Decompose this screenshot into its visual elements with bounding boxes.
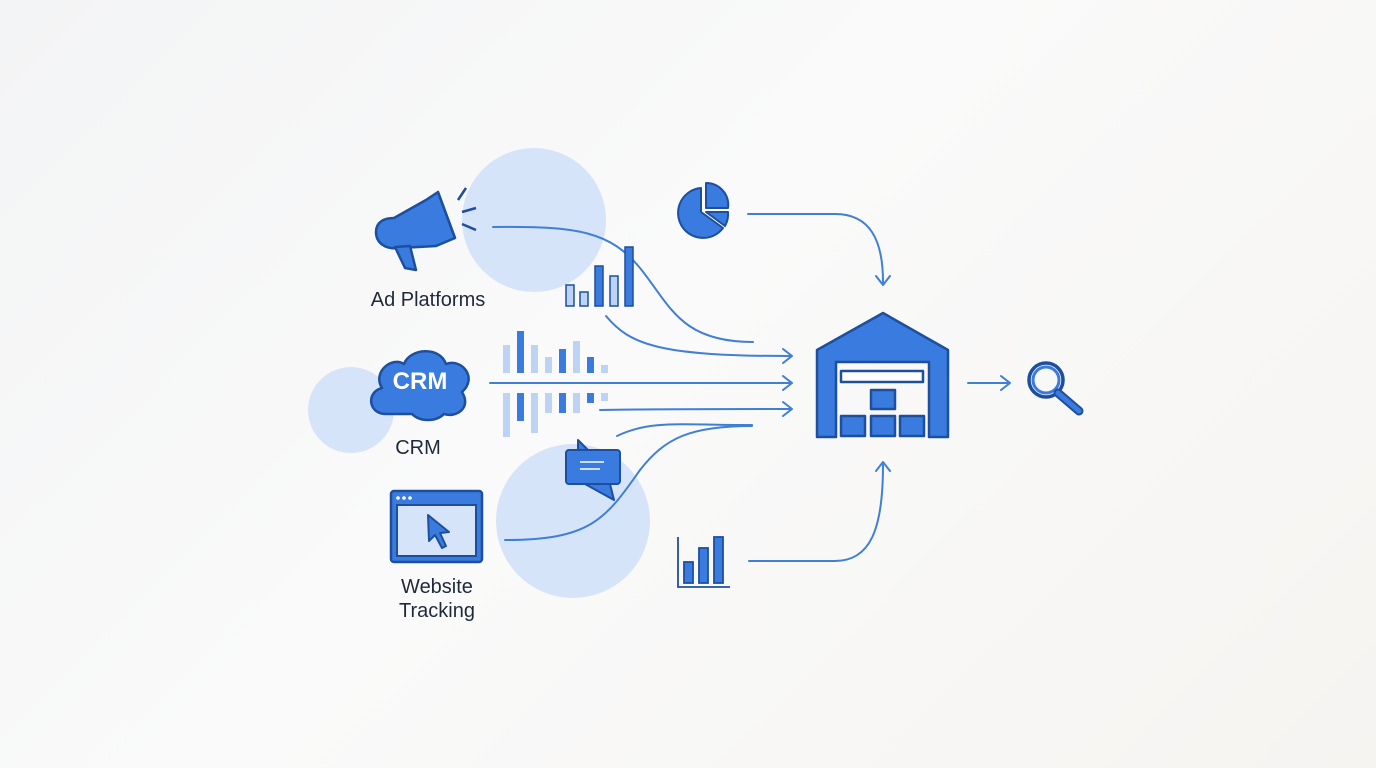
decorative-circle-left <box>308 367 394 453</box>
warehouse-icon <box>815 311 950 439</box>
arrow-head-1 <box>782 348 793 364</box>
flow-line-ad-platforms <box>492 225 754 343</box>
arrow-head-5 <box>875 461 891 472</box>
arrow-head-3 <box>782 401 793 417</box>
megaphone-icon <box>374 187 477 272</box>
arrow-head-2 <box>782 375 793 391</box>
website-tracking-label: Website Tracking <box>362 575 512 623</box>
flow-line-pie <box>747 213 884 283</box>
flow-line-bar-chart <box>748 464 884 562</box>
arrow-heads <box>782 275 1011 472</box>
flow-line-crm-lower <box>599 408 791 411</box>
pie-chart-icon <box>677 181 730 239</box>
ad-platforms-label: Ad Platforms <box>370 289 486 311</box>
flow-line-ad-bars <box>605 315 791 357</box>
bars-glyph-ad <box>565 246 634 307</box>
chat-bubble-icon <box>565 439 621 501</box>
arrow-head-4 <box>875 275 891 286</box>
search-icon <box>1027 361 1084 416</box>
crm-label: CRM <box>395 437 441 459</box>
arrow-head-6 <box>1000 375 1011 391</box>
flow-lines <box>489 213 1009 562</box>
crm-cloud-text: CRM <box>392 368 448 395</box>
flow-line-chat <box>616 423 753 437</box>
waveform-bars <box>503 331 608 437</box>
browser-cursor-icon <box>389 489 484 564</box>
decorative-circle-top <box>462 148 606 292</box>
website-tracking-label-line2: Tracking <box>399 600 475 622</box>
website-tracking-label-line1: Website <box>401 576 473 598</box>
bar-chart-icon <box>677 536 730 588</box>
flow-line-website <box>504 425 753 541</box>
crm-cloud-icon <box>370 350 470 422</box>
